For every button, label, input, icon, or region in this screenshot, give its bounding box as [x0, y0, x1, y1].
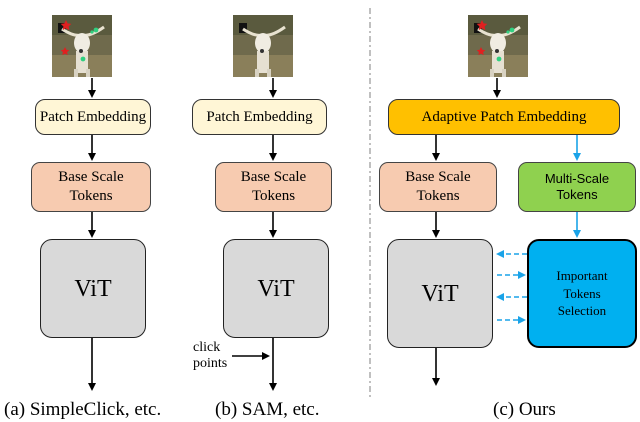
green-dot-icon [93, 27, 99, 33]
tokens-label-line2-a: Tokens [69, 188, 113, 204]
red-star-icon [476, 20, 488, 31]
vit-box-b: ViT [223, 239, 329, 338]
vit-label-b: ViT [257, 275, 295, 302]
tokens-label-line1-a: Base Scale [58, 169, 124, 186]
green-dot-icon [496, 56, 502, 62]
important-tokens-selection-box: Important Tokens Selection [527, 239, 637, 348]
click-label-line1: click [193, 340, 221, 355]
green-dot-icon [506, 30, 510, 34]
longhorn-cow-photo-icon [233, 15, 293, 77]
vit-label-c: ViT [421, 280, 459, 307]
caption-a: (a) SimpleClick, etc. [4, 399, 162, 420]
vit-label-a: ViT [74, 275, 112, 302]
selection-label-line3: Selection [557, 303, 607, 319]
tokens-label-line1-c: Base Scale [405, 169, 471, 186]
thumbnail-a [52, 15, 112, 77]
tokens-label-line1-b: Base Scale [240, 169, 307, 186]
adaptive-embedding-label: Adaptive Patch Embedding [421, 108, 587, 125]
longhorn-cow-photo-icon [52, 15, 112, 77]
multi-scale-label-line1: Multi-Scale [544, 170, 610, 186]
selection-label-line2: Tokens [563, 285, 601, 301]
red-star-icon [60, 20, 72, 31]
patch-embedding-box-a: Patch Embedding [35, 99, 151, 135]
green-dot-icon [80, 56, 86, 62]
selection-label-line1: Important [556, 268, 608, 284]
longhorn-cow-photo-icon [468, 15, 528, 77]
caption-c: (c) Ours [493, 399, 556, 420]
green-dot-icon [509, 27, 515, 33]
vit-box-c: ViT [387, 239, 493, 348]
thumbnail-c [468, 15, 528, 77]
thumbnail-b [233, 15, 293, 77]
red-star-icon [60, 47, 70, 56]
patch-embedding-box-b: Patch Embedding [192, 99, 327, 135]
adaptive-patch-embedding-box: Adaptive Patch Embedding [388, 99, 620, 135]
patch-embedding-label-a: Patch Embedding [39, 108, 147, 125]
multi-scale-tokens-box: Multi-Scale Tokens [518, 162, 636, 212]
base-scale-tokens-box-b: Base Scale Tokens [215, 162, 332, 212]
click-points-label: click points [193, 340, 227, 372]
base-scale-tokens-box-a: Base Scale Tokens [31, 162, 151, 212]
multi-scale-label-line2: Tokens [556, 187, 598, 202]
red-star-icon [476, 47, 486, 56]
green-dot-icon [90, 30, 94, 34]
vit-box-a: ViT [40, 239, 146, 338]
tokens-label-line2-c: Tokens [416, 188, 460, 204]
base-scale-tokens-box-c: Base Scale Tokens [379, 162, 497, 212]
tokens-label-line2-b: Tokens [251, 188, 296, 204]
click-label-line2: points [193, 356, 228, 372]
patch-embedding-label-b: Patch Embedding [206, 108, 313, 125]
caption-b: (b) SAM, etc. [215, 399, 320, 420]
